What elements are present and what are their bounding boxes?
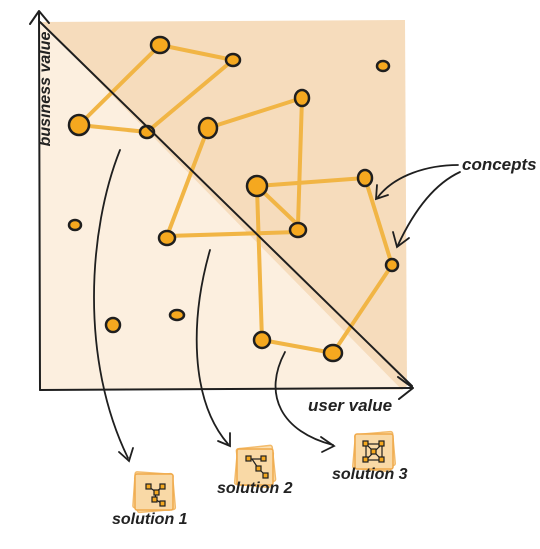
callout-arrow-2 xyxy=(397,171,461,246)
axes xyxy=(29,10,414,400)
concepts-callout-label: concepts xyxy=(462,155,537,174)
y-axis-label: business value xyxy=(37,31,54,147)
concept-dot xyxy=(168,308,186,322)
y-axis-arrowhead xyxy=(29,10,50,25)
solution-1-icon xyxy=(132,471,177,514)
network-diagram-icon xyxy=(362,440,385,463)
concept-dot xyxy=(104,316,122,334)
x-axis xyxy=(39,387,413,391)
concept-dot xyxy=(293,88,311,108)
solution-2-label: solution 2 xyxy=(217,480,293,497)
branch-diagram-icon xyxy=(245,455,269,479)
solution-2-icon xyxy=(233,444,277,489)
concept-dot xyxy=(356,168,374,188)
concept-dot xyxy=(245,174,269,198)
arrow-to-solution-3 xyxy=(274,351,334,446)
concept-dot xyxy=(224,52,242,68)
x-axis-arrowhead xyxy=(397,376,414,400)
solution-3-icon xyxy=(352,430,396,473)
concept-dot xyxy=(322,343,344,363)
concept-dot xyxy=(157,229,177,247)
concept-dot xyxy=(252,330,272,350)
solution-1-label: solution 1 xyxy=(112,511,188,528)
concept-dot xyxy=(288,221,308,239)
concept-dot xyxy=(375,59,391,73)
concept-dot xyxy=(67,113,91,137)
tree-diagram-icon xyxy=(145,483,166,507)
concept-dot xyxy=(67,218,83,232)
concept-dots xyxy=(67,35,400,363)
x-axis-label: user value xyxy=(308,396,393,415)
diagonal-divider xyxy=(39,21,413,387)
concept-dot xyxy=(149,35,171,55)
callout-arrow-1 xyxy=(377,164,459,198)
concept-callout-arrows xyxy=(375,164,461,249)
solution-3-label: solution 3 xyxy=(332,466,408,483)
arrow-to-solution-2 xyxy=(195,249,229,445)
y-axis xyxy=(38,11,41,391)
concept-dot xyxy=(384,257,400,273)
arrow-to-solution-1 xyxy=(93,149,129,459)
concept-dot xyxy=(197,116,219,140)
solution-arrows xyxy=(93,149,336,463)
